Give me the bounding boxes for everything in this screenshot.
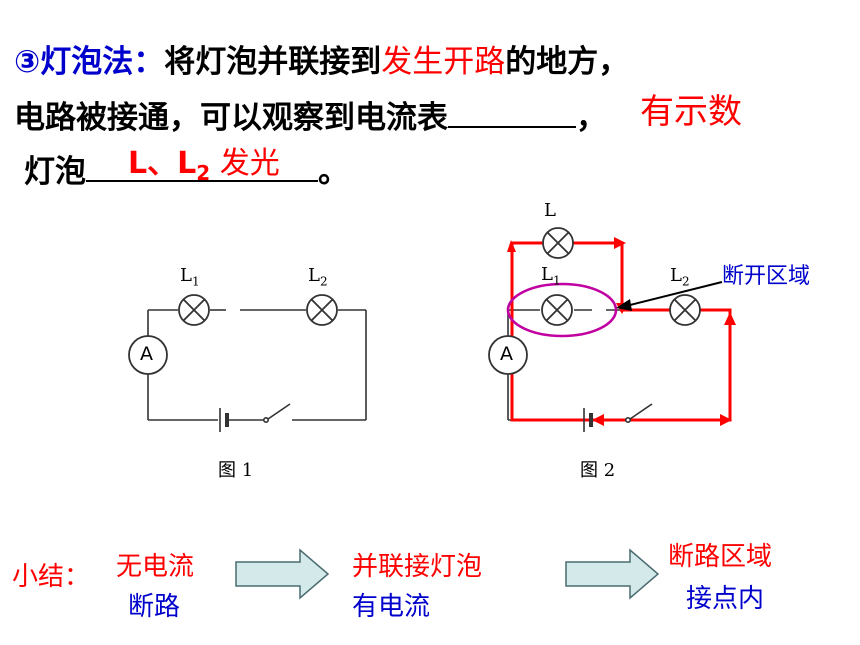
answer-lamps-tail: 发光 <box>210 146 280 181</box>
answer-lamps: L、L2 发光 <box>128 138 280 185</box>
line2-end: ， <box>576 100 607 136</box>
line1-text-a: 将灯泡并联接到 <box>164 44 382 80</box>
line1-text-b: 的地方， <box>505 44 630 80</box>
summary-step2-line1: 并联接灯泡 <box>352 552 483 582</box>
fig2-lamp-extra-label: L <box>544 200 556 221</box>
fig1-caption: 图 1 <box>218 460 254 481</box>
ammeter-icon <box>488 335 528 375</box>
line1-red-text: 发生开路 <box>381 44 506 80</box>
lamp-icon <box>542 227 574 259</box>
header-line-2: 电路被接通，可以观察到电流表 ， <box>14 92 607 137</box>
answer-lamps-l: L、L <box>128 146 197 181</box>
ammeter-icon <box>128 335 168 375</box>
line2-text: 电路被接通，可以观察到电流表 <box>14 100 448 136</box>
line3-text: 灯泡 <box>24 154 86 190</box>
summary-step2-line2: 有电流 <box>352 592 431 622</box>
battery-icon <box>219 408 229 432</box>
summary-step1-line1: 无电流 <box>116 552 195 582</box>
summary-step3-line2: 接点内 <box>686 584 765 614</box>
fig1-lamp1-label: L1 <box>180 265 200 289</box>
answer-ammeter: 有示数 <box>640 92 742 132</box>
flow-arrow-icon <box>565 548 660 600</box>
fig2-lamp2-label: L2 <box>670 265 690 289</box>
annotation-pointer-arrow <box>616 281 723 311</box>
method-title: ③灯泡法： <box>14 44 165 80</box>
lamp-icon <box>541 294 573 326</box>
header-line-3: 灯泡 。 <box>24 146 349 191</box>
line3-end: 。 <box>318 154 349 190</box>
fig2-ammeter-label: A <box>500 343 513 365</box>
fig1-lamp2-label: L2 <box>308 265 328 289</box>
answer-lamps-sub: 2 <box>196 161 211 185</box>
switch-icon <box>262 403 291 423</box>
lamp-icon <box>306 294 338 326</box>
fig1-ammeter-label: A <box>140 343 153 365</box>
switch-icon <box>624 403 653 423</box>
figure-1-circuit <box>147 309 367 421</box>
flow-arrow-icon <box>235 548 330 600</box>
battery-icon <box>583 408 593 432</box>
summary-title: 小结： <box>12 562 91 592</box>
summary-step1-line2: 断路 <box>128 592 181 622</box>
fig2-caption: 图 2 <box>580 460 616 481</box>
open-region-ellipse <box>506 282 618 338</box>
lamp-icon <box>669 294 701 326</box>
header-line-1: ③灯泡法：将灯泡并联接到发生开路的地方， <box>14 36 629 81</box>
blank-lamps <box>86 150 318 182</box>
blank-ammeter <box>448 96 576 128</box>
lamp-icon <box>178 294 210 326</box>
summary-step3-line1: 断路区域 <box>668 542 773 572</box>
fig2-lamp1-label: L1 <box>541 264 561 288</box>
open-region-annotation: 断开区域 <box>722 264 811 289</box>
